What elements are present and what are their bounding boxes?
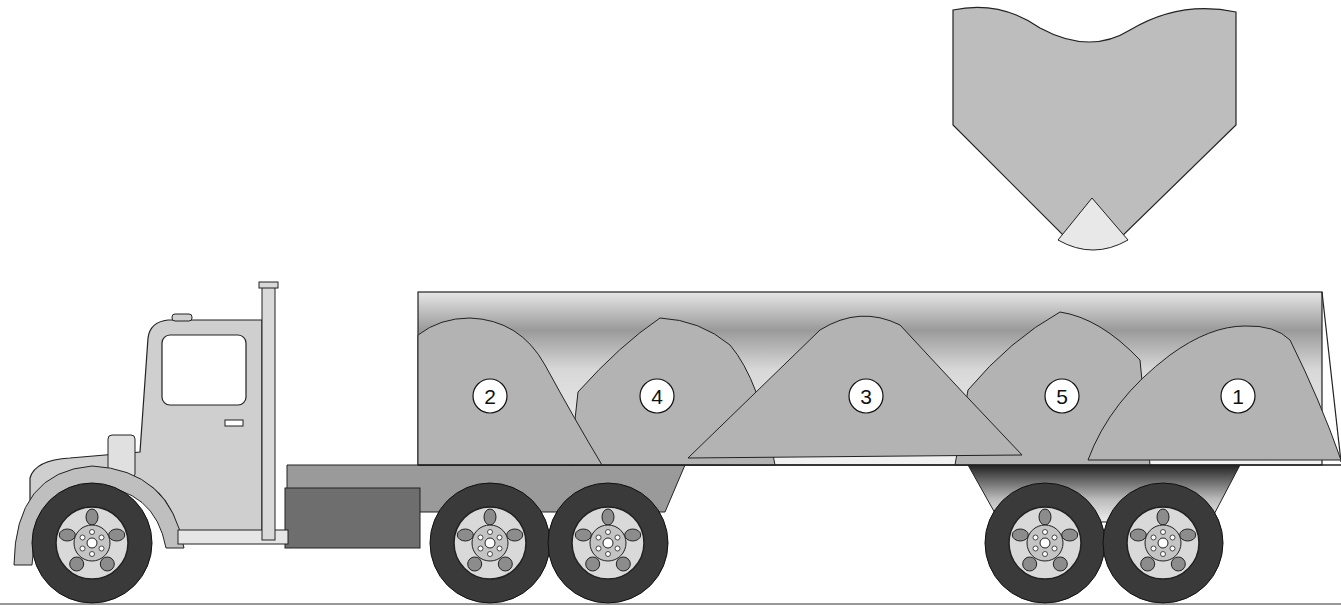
callout-circle-shape (640, 379, 674, 413)
callout-circle: 5 (1044, 378, 1080, 414)
material-pile (688, 316, 1022, 458)
wheel (32, 483, 152, 603)
callout-circle: 4 (639, 378, 675, 414)
callout-number: 5 (1044, 378, 1080, 414)
wheel (1103, 483, 1223, 603)
callout-circle-shape (1221, 379, 1255, 413)
cab-light (172, 314, 192, 321)
exhaust-stack (262, 285, 275, 540)
callout-number: 4 (639, 378, 675, 414)
wheel (548, 483, 668, 603)
material-pile (1088, 326, 1341, 460)
exhaust-cap (259, 282, 278, 288)
cab-window (162, 335, 246, 405)
callout-circle-shape (1045, 379, 1079, 413)
door-handle (225, 420, 243, 426)
callout-number: 2 (472, 378, 508, 414)
callout-circle-shape (473, 379, 507, 413)
callout-circle-shape (849, 379, 883, 413)
callout-circle: 1 (1220, 378, 1256, 414)
callout-circle: 2 (472, 378, 508, 414)
fuel-tank (285, 488, 420, 548)
wheel (985, 483, 1105, 603)
ground-line (0, 604, 1341, 605)
trailer-floor (418, 464, 1341, 466)
wheel (430, 483, 550, 603)
callout-number: 3 (848, 378, 884, 414)
material-pile (418, 318, 602, 465)
hopper-nozzle (1058, 198, 1128, 250)
callout-circle: 3 (848, 378, 884, 414)
callout-number: 1 (1220, 378, 1256, 414)
